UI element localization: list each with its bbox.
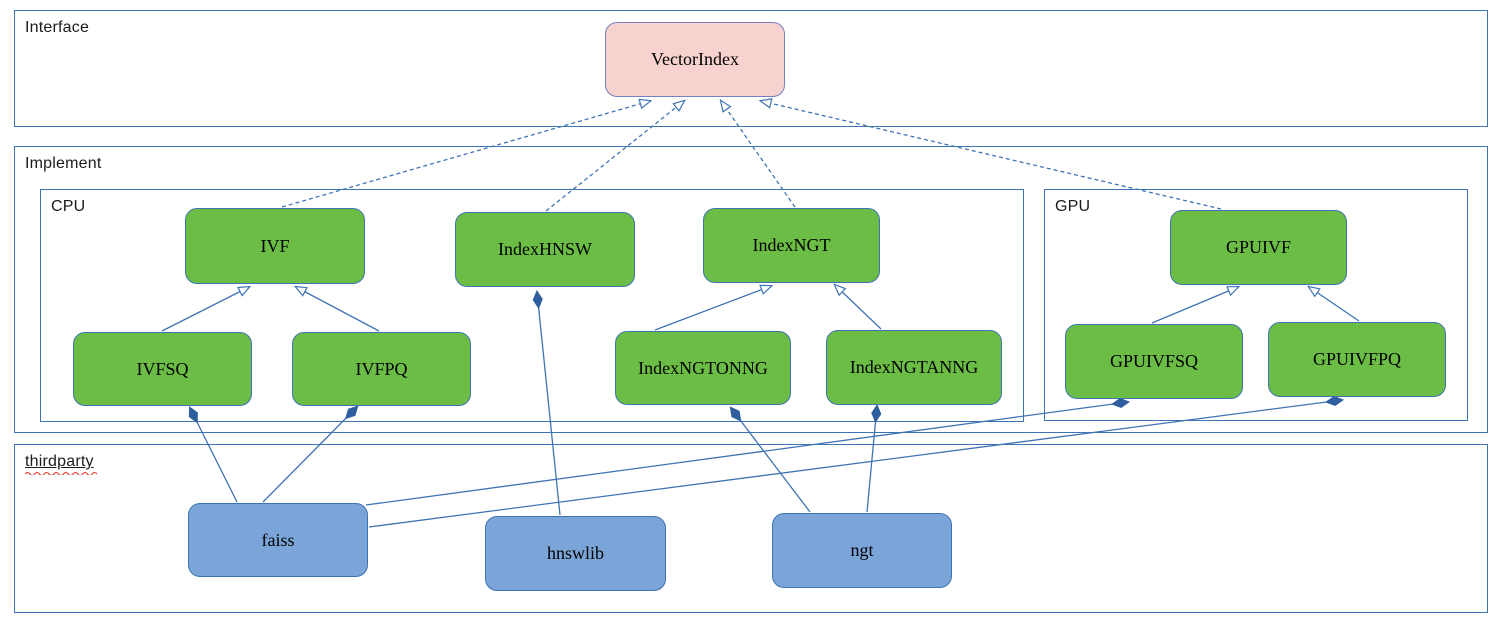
- interface-section-box[interactable]: Interface: [14, 10, 1488, 127]
- connector-ngt-to-index_ngtonng: [731, 408, 811, 513]
- thirdparty-section-label: thirdparty: [25, 453, 98, 475]
- cpu-section-label: CPU: [51, 198, 86, 215]
- node-gpuivfpq-label: GPUIVFPQ: [1312, 349, 1402, 369]
- node-indexngt[interactable]: IndexNGT: [703, 208, 880, 283]
- node-ivfpq-label: IVFPQ: [355, 358, 408, 379]
- node-indexngtanng[interactable]: IndexNGTANNG: [826, 330, 1002, 405]
- connector-index_ngtanng-to-index_ngt: [835, 285, 882, 330]
- interface-section-label: Interface: [25, 19, 90, 36]
- connector-faiss-to-gpu_ivfsq: [365, 402, 1128, 506]
- connector-gpu_ivf-to-vector_index: [761, 101, 1222, 210]
- node-ivfsq-label: IVFSQ: [136, 358, 189, 379]
- node-indexngtonng-label: IndexNGTONNG: [638, 357, 768, 378]
- node-gpuivf[interactable]: GPUIVF: [1170, 210, 1347, 285]
- connector-faiss-to-ivfsq: [190, 408, 238, 503]
- node-ivfsq[interactable]: IVFSQ: [73, 332, 252, 406]
- node-indexhnsw[interactable]: IndexHNSW: [455, 212, 635, 287]
- connector-ivf-to-vector_index: [281, 101, 650, 208]
- connector-hnswlib-to-index_hnsw: [537, 292, 561, 516]
- node-gpuivfsq-label: GPUIVFSQ: [1109, 351, 1199, 371]
- node-vectorindex-label: VectorIndex: [651, 49, 739, 69]
- node-indexngt-label: IndexNGT: [752, 235, 831, 255]
- node-ivfpq[interactable]: IVFPQ: [292, 332, 471, 406]
- spellcheck-squiggle-icon: [25, 471, 98, 475]
- connector-ngt-to-index_ngtanng: [866, 406, 877, 513]
- node-vectorindex[interactable]: VectorIndex: [605, 22, 785, 97]
- node-ngt-label: ngt: [850, 540, 874, 560]
- node-hnswlib-label: hnswlib: [546, 543, 604, 563]
- gpu-section-label: GPU: [1055, 198, 1091, 215]
- node-hnswlib[interactable]: hnswlib: [485, 516, 666, 591]
- implement-section-label: Implement: [25, 155, 102, 172]
- connector-index_hnsw-to-vector_index: [545, 101, 684, 212]
- node-ngt[interactable]: ngt: [772, 513, 952, 588]
- node-indexhnsw-label: IndexHNSW: [498, 239, 592, 259]
- node-indexngtanng-label: IndexNGTANNG: [849, 357, 979, 377]
- node-faiss[interactable]: faiss: [188, 503, 368, 577]
- connector-gpu_ivfpq-to-gpu_ivf: [1309, 287, 1360, 322]
- node-indexngtonng[interactable]: IndexNGTONNG: [615, 331, 791, 405]
- connector-index_ngtonng-to-index_ngt: [654, 286, 771, 331]
- node-ivf[interactable]: IVF: [185, 208, 365, 284]
- connector-ivfsq-to-ivf: [161, 287, 249, 332]
- implement-section-box[interactable]: Implement: [14, 146, 1488, 433]
- connector-index_ngt-to-vector_index: [721, 101, 796, 208]
- node-ivf-label: IVF: [260, 235, 290, 256]
- connector-ivfpq-to-ivf: [296, 287, 380, 332]
- node-faiss-label: faiss: [261, 529, 295, 550]
- gpu-section-box[interactable]: GPU: [1044, 189, 1468, 421]
- node-gpuivf-label: GPUIVF: [1225, 237, 1291, 257]
- connector-faiss-to-gpu_ivfpq: [368, 400, 1342, 528]
- thirdparty-section-box[interactable]: thirdparty: [14, 444, 1488, 613]
- connector-gpu_ivfsq-to-gpu_ivf: [1151, 287, 1238, 324]
- cpu-section-box[interactable]: CPU: [40, 189, 1024, 422]
- node-gpuivfpq[interactable]: GPUIVFPQ: [1268, 322, 1446, 397]
- connector-faiss-to-ivfpq: [262, 407, 357, 503]
- thirdparty-section-label-text: thirdparty: [25, 453, 94, 470]
- node-gpuivfsq[interactable]: GPUIVFSQ: [1065, 324, 1243, 399]
